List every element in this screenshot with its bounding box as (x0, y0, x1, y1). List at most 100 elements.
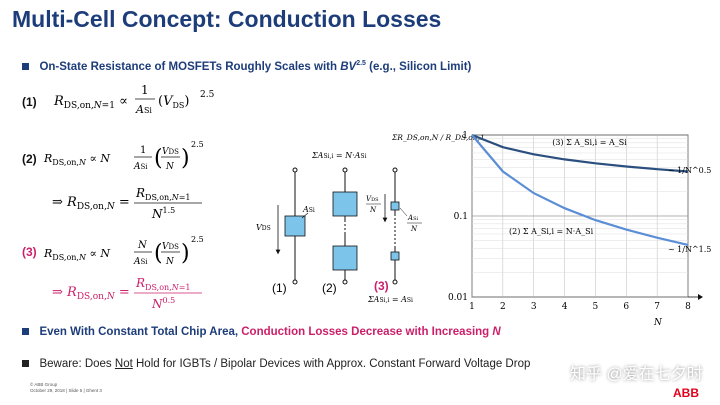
svg-text:(: ( (154, 146, 163, 171)
svg-text:ASi: ASi (302, 205, 315, 214)
svg-text:VDS: VDS (162, 147, 179, 157)
bullet-3-suffix: Hold for IGBTs / Bipolar Devices with Ap… (132, 358, 531, 370)
equation-1: RDS,on,N=1 ∝ 1 ASi (VDS) 2.5 (53, 80, 244, 125)
svg-text:VDS: VDS (366, 195, 379, 203)
abb-logo: ABB (673, 386, 699, 400)
y-tick-label: 0.1 (454, 212, 468, 222)
svg-text:): ) (181, 146, 190, 171)
svg-text:N: N (137, 240, 148, 251)
svg-text:N0.5: N0.5 (151, 296, 175, 311)
bullet-2-red: Conduction Losses Decrease with Increasi… (241, 326, 493, 338)
equation-3b: ⇒ RDS,on,N = RDS,on,N=1 N0.5 (52, 272, 232, 317)
svg-text:RDS,on,N=1 ∝: RDS,on,N=1 ∝ (53, 94, 128, 111)
series-2-annotation: ~ 1/N^1.5 (668, 245, 711, 254)
x-tick-label: 3 (531, 302, 537, 312)
bullet-1: On-State Resistance of MOSFETs Roughly S… (22, 57, 471, 75)
eq2-label: (2) (22, 152, 37, 166)
page-title: Multi-Cell Concept: Conduction Losses (12, 6, 442, 32)
svg-text:1: 1 (141, 83, 149, 97)
equation-3a: RDS,on,N ∝ N N ASi ( VDS N ) 2.5 (43, 230, 234, 285)
svg-text:N1.5: N1.5 (151, 206, 175, 221)
svg-text:2.5: 2.5 (200, 90, 215, 100)
cell-diagram-svg: ΣASi,i = N·ASi VDS ASi (256, 151, 422, 304)
x-tick-label: 8 (685, 302, 691, 312)
svg-text:ASi: ASi (133, 162, 148, 172)
series-1-annotation: ~ 1/N^0.5 (668, 166, 711, 175)
series-line-1 (471, 133, 689, 173)
bullet-2: Even With Constant Total Chip Area, Cond… (22, 322, 501, 340)
equation-2b: ⇒ RDS,on,N = RDS,on,N=1 N1.5 (52, 182, 232, 227)
x-axis-label: N (653, 318, 663, 328)
bullet-1-bv: BV (340, 61, 357, 73)
cell-config-2 (332, 167, 358, 285)
svg-text:N: N (165, 257, 175, 267)
cell-diagram: ΣASi,i = N·ASi VDS ASi (240, 130, 450, 315)
sum-top-label: ΣASi,i = N·ASi (311, 151, 367, 160)
config-label-2: (2) (322, 281, 337, 295)
svg-text:⇒ RDS,on,N =: ⇒ RDS,on,N = (52, 285, 130, 302)
sum-bottom-label: ΣASi,i = ASi (367, 295, 413, 304)
svg-text:(VDS): (VDS) (158, 94, 189, 110)
svg-text:RDS,on,N=1: RDS,on,N=1 (135, 276, 191, 292)
bullet-1-exp: 2.5 (356, 60, 366, 68)
bullet-3-underline: Not (114, 358, 133, 370)
svg-text:ASi: ASi (133, 257, 148, 267)
config-label-1: (1) (272, 281, 287, 295)
x-tick-label: 6 (623, 302, 629, 312)
x-tick-label: 1 (469, 302, 475, 312)
equation-2a: RDS,on,N ∝ N 1 ASi ( VDS N ) 2.5 (43, 135, 234, 190)
y-tick-label: 1 (462, 131, 468, 141)
svg-text:RDS,on,N=1: RDS,on,N=1 (135, 186, 191, 202)
bullet-1-suffix: (e.g., Silicon Limit) (365, 61, 472, 73)
bullet-marker (22, 63, 29, 70)
equation-3a-svg: RDS,on,N ∝ N N ASi ( VDS N ) 2.5 (43, 235, 204, 267)
equation-1-svg: RDS,on,N=1 ∝ 1 ASi (VDS) 2.5 (53, 83, 215, 116)
bullet-marker (22, 360, 29, 367)
bullet-2-prefix: Even With Constant Total Chip Area, (39, 326, 242, 338)
svg-text:VDS: VDS (256, 223, 271, 232)
footer-line-2: October 29, 2018 | Slide 5 | Ghent 3 (30, 388, 102, 393)
bullet-3: Beware: Does Not Hold for IGBTs / Bipola… (22, 354, 530, 372)
svg-text:2.5: 2.5 (191, 235, 204, 244)
x-tick-label: 2 (500, 302, 506, 312)
equation-2b-svg: ⇒ RDS,on,N = RDS,on,N=1 N1.5 (52, 186, 202, 221)
svg-text:(: ( (154, 241, 163, 266)
svg-text:2.5: 2.5 (191, 140, 204, 149)
svg-text:): ) (181, 241, 190, 266)
svg-text:⇒ RDS,on,N =: ⇒ RDS,on,N = (52, 195, 130, 212)
svg-text:RDS,on,N ∝ N: RDS,on,N ∝ N (43, 247, 110, 262)
x-tick-label: 5 (593, 302, 599, 312)
equation-3b-svg: ⇒ RDS,on,N = RDS,on,N=1 N0.5 (52, 276, 202, 311)
svg-text:VDS: VDS (162, 242, 179, 252)
series-1-label: (3) Σ A_Si,i = A_Si (552, 138, 627, 147)
svg-text:N: N (369, 206, 377, 214)
series-line-2 (471, 134, 689, 246)
bullet-marker (22, 328, 29, 335)
footer: © ABB Group October 29, 2018 | Slide 5 |… (30, 382, 102, 394)
watermark: 知乎 @爱在七夕时 (570, 366, 703, 383)
series-2-label: (2) Σ A_Si,i = N·A_Si (509, 227, 594, 236)
footer-line-1: © ABB Group (30, 382, 58, 387)
svg-text:1: 1 (140, 145, 146, 156)
equation-2a-svg: RDS,on,N ∝ N 1 ASi ( VDS N ) 2.5 (43, 140, 204, 172)
bullet-1-prefix: On-State Resistance of MOSFETs Roughly S… (39, 61, 341, 73)
cell-config-3: VDS N ASi N (366, 167, 422, 285)
bullet-2-n: N (492, 326, 501, 338)
cell-config-1: VDS ASi (256, 167, 315, 285)
y-tick-label: 0.01 (448, 293, 468, 303)
x-tick-label: 4 (562, 302, 568, 312)
x-axis-arrowhead (698, 294, 703, 300)
svg-text:N: N (410, 225, 418, 233)
y-axis-label: ΣR_DS,on,N / R_DS,on,1 (391, 133, 485, 142)
svg-text:RDS,on,N ∝ N: RDS,on,N ∝ N (43, 152, 110, 167)
eq3-label: (3) (22, 245, 37, 259)
bullet-3-prefix: Beware: Does (39, 358, 115, 370)
x-tick-label: 7 (654, 302, 660, 312)
svg-text:N: N (165, 162, 175, 172)
eq1-label: (1) (22, 95, 37, 109)
svg-text:ASi: ASi (135, 103, 152, 116)
config-label-3: (3) (374, 279, 389, 293)
svg-text:ASi: ASi (407, 214, 418, 222)
